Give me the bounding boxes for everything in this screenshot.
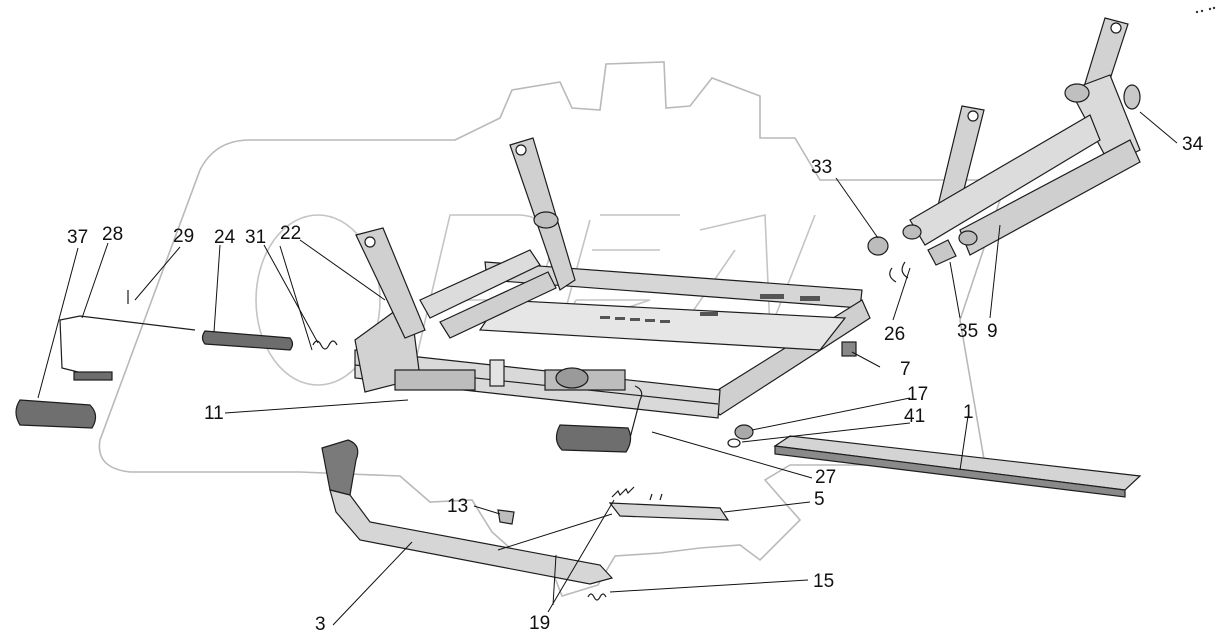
label-part-5: 5: [814, 489, 825, 510]
label-part-28: 28: [102, 224, 123, 245]
label-part-22: 22: [280, 223, 301, 244]
label-part-1: 1: [963, 402, 974, 423]
hinge-bushing-33: [867, 236, 889, 256]
part-labels: 37 28 29 24 31 22 11 33 34 26 35 9 7 17 …: [67, 134, 1204, 635]
label-part-11: 11: [204, 403, 224, 424]
watermark-letter-e: [558, 214, 680, 332]
label-part-7: 7: [900, 359, 911, 380]
part-rod-28-grip: [73, 371, 113, 381]
frame-lever: [555, 385, 643, 453]
hinge-retaining-rings-26: [889, 261, 909, 283]
watermark-letter-o: [255, 214, 381, 386]
label-part-34: 34: [1182, 134, 1204, 155]
label-part-33: 33: [811, 157, 832, 178]
part-bushing-17: [734, 424, 754, 440]
part-lever-3-arm: [329, 489, 614, 585]
part-bracket-5-tabs: [649, 493, 663, 501]
label-part-9: 9: [987, 321, 998, 342]
slide-plate-slots: [600, 294, 820, 323]
left-arm-plate: [355, 227, 426, 339]
label-part-35: 35: [957, 321, 978, 342]
frame-lever-handle: [555, 424, 632, 453]
part-rail-1-face: [774, 445, 1126, 498]
left-loose-parts: [15, 290, 338, 429]
label-part-31: 31: [245, 227, 266, 248]
frame-tube-lower: [439, 271, 557, 339]
front-hinge-group: [394, 359, 626, 391]
label-part-13: 13: [447, 496, 468, 517]
label-part-26: 26: [884, 324, 905, 345]
part-spring-15: [587, 593, 607, 601]
hinge-tube-lower: [959, 139, 1141, 256]
label-part-29: 29: [173, 226, 194, 247]
hinge-lower-hole: [967, 110, 979, 122]
label-part-3: 3: [315, 614, 326, 635]
part-spring-19: [611, 486, 635, 498]
hinge-pin-35: [927, 239, 957, 266]
label-part-19: 19: [529, 613, 550, 634]
backrest-hinge-assembly: [867, 17, 1141, 283]
watermark-letters: [255, 214, 816, 386]
front-spring: [555, 367, 589, 389]
front-hinge-block: [394, 369, 476, 391]
frame-lever-rod: [629, 385, 643, 439]
hinge-pivot-cap: [1064, 83, 1090, 103]
right-arm-pivot: [533, 211, 559, 229]
part-bracket-5: [608, 502, 730, 521]
seat-frame-assembly: [354, 137, 871, 453]
part-bolt-13: [497, 509, 515, 525]
label-part-17: 17: [907, 384, 928, 405]
label-part-24: 24: [214, 227, 236, 248]
part-spring-31: [312, 340, 338, 350]
left-arm-hole: [364, 236, 376, 248]
frame-slide-plate: [478, 299, 847, 351]
part-rod-28: [59, 315, 196, 381]
lower-loose-parts: [321, 424, 1142, 601]
label-part-27: 27: [815, 467, 836, 488]
frame-tubes: [419, 249, 557, 339]
hinge-tube-end-lower: [958, 230, 978, 246]
label-part-41: 41: [904, 406, 925, 427]
part-lever-3-grip: [321, 439, 359, 496]
hinge-upper-hole: [1110, 22, 1122, 34]
part-rod-24: [201, 330, 294, 351]
front-latch: [489, 359, 505, 387]
corner-mark: [1195, 6, 1216, 14]
right-arm-hole: [515, 144, 527, 156]
part-handle-37: [15, 399, 97, 429]
label-part-37: 37: [67, 227, 88, 248]
part-washer-41: [727, 438, 741, 448]
leader-lines: [37, 111, 1178, 626]
label-part-15: 15: [813, 571, 834, 592]
hinge-pin-34: [1123, 84, 1141, 110]
frame-tube-upper: [419, 249, 541, 319]
frame-bolt-7: [841, 341, 857, 357]
hinge-tube-end: [902, 224, 922, 240]
hinge-tube-upper: [909, 114, 1101, 246]
